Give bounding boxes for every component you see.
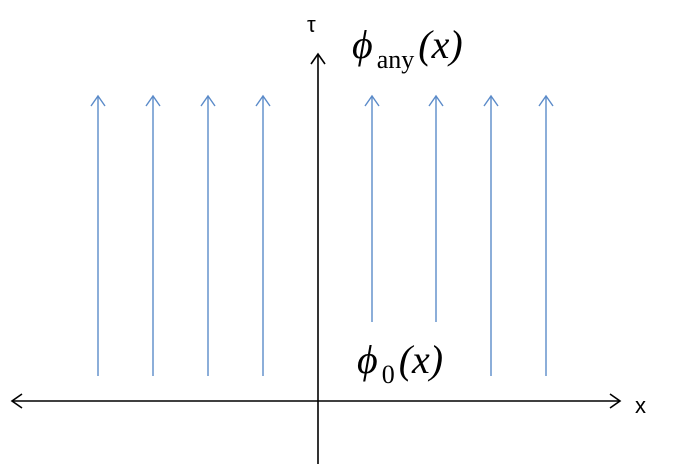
x-axis-label: x [635, 393, 646, 418]
flow-arrows [90, 94, 554, 376]
bottom-subscript: 0 [382, 360, 395, 389]
flow-arrow-head [145, 94, 161, 107]
flow-arrow-head [428, 94, 444, 107]
flow-arrow-head [255, 94, 271, 107]
bottom-phi-symbol: ϕ [357, 337, 378, 382]
bottom-argument: (x) [399, 337, 443, 382]
flow-arrow-head [538, 94, 554, 107]
flow-arrow-head [364, 94, 380, 107]
top-state-label: ϕ any (x) [352, 22, 463, 74]
top-argument: (x) [418, 22, 462, 67]
tau-axis-label: τ [307, 12, 316, 37]
flow-arrow-head [90, 94, 106, 107]
x-axis-left-arrowhead [10, 393, 23, 409]
x-axis-right-arrowhead [609, 393, 622, 409]
flow-arrow-head [483, 94, 499, 107]
flow-arrow-head [200, 94, 216, 107]
top-phi-symbol: ϕ [352, 22, 373, 67]
top-subscript: any [377, 45, 415, 74]
tau-axis-arrowhead [310, 52, 326, 65]
bottom-state-label: ϕ 0 (x) [357, 337, 443, 389]
